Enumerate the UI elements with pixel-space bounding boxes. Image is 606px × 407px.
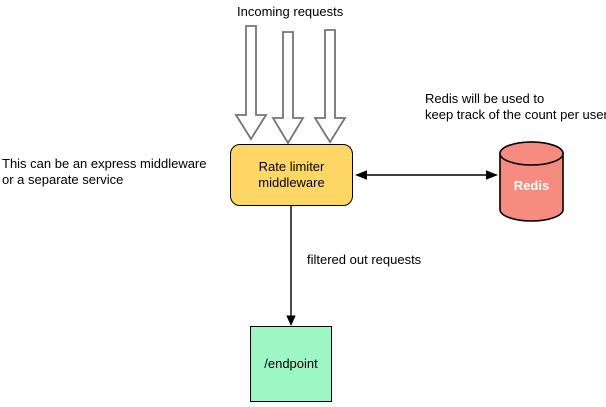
right-note-line2: keep track of the count per user [425, 107, 606, 122]
filtered-requests-label: filtered out requests [307, 252, 422, 267]
redis-label: Redis [514, 178, 549, 193]
incoming-requests-label: Incoming requests [237, 4, 344, 19]
rate-limiter-redis-arrow [355, 170, 498, 180]
incoming-arrows-group [234, 25, 347, 145]
left-note-line2: or a separate service [2, 172, 124, 187]
rate-limiter-label-line2: middleware [258, 175, 325, 190]
left-note: This can be an express middleware or a s… [2, 156, 207, 188]
left-note-line1: This can be an express middleware [2, 156, 207, 171]
rate-limiter-label-line1: Rate limiter [258, 159, 325, 174]
incoming-arrow-3-icon [313, 29, 347, 144]
filtered-requests-arrow [286, 206, 296, 326]
incoming-arrow-2-icon [271, 31, 305, 145]
rate-limiter-node: Rate limiter middleware [230, 144, 353, 206]
incoming-arrow-1-icon [234, 25, 268, 141]
right-note-line1: Redis will be used to [425, 91, 545, 106]
redis-node: Redis [499, 141, 564, 222]
right-note: Redis will be used to keep track of the … [425, 91, 606, 123]
endpoint-label: /endpoint [264, 356, 318, 371]
redis-cylinder-top [499, 141, 564, 166]
endpoint-node: /endpoint [250, 326, 332, 402]
